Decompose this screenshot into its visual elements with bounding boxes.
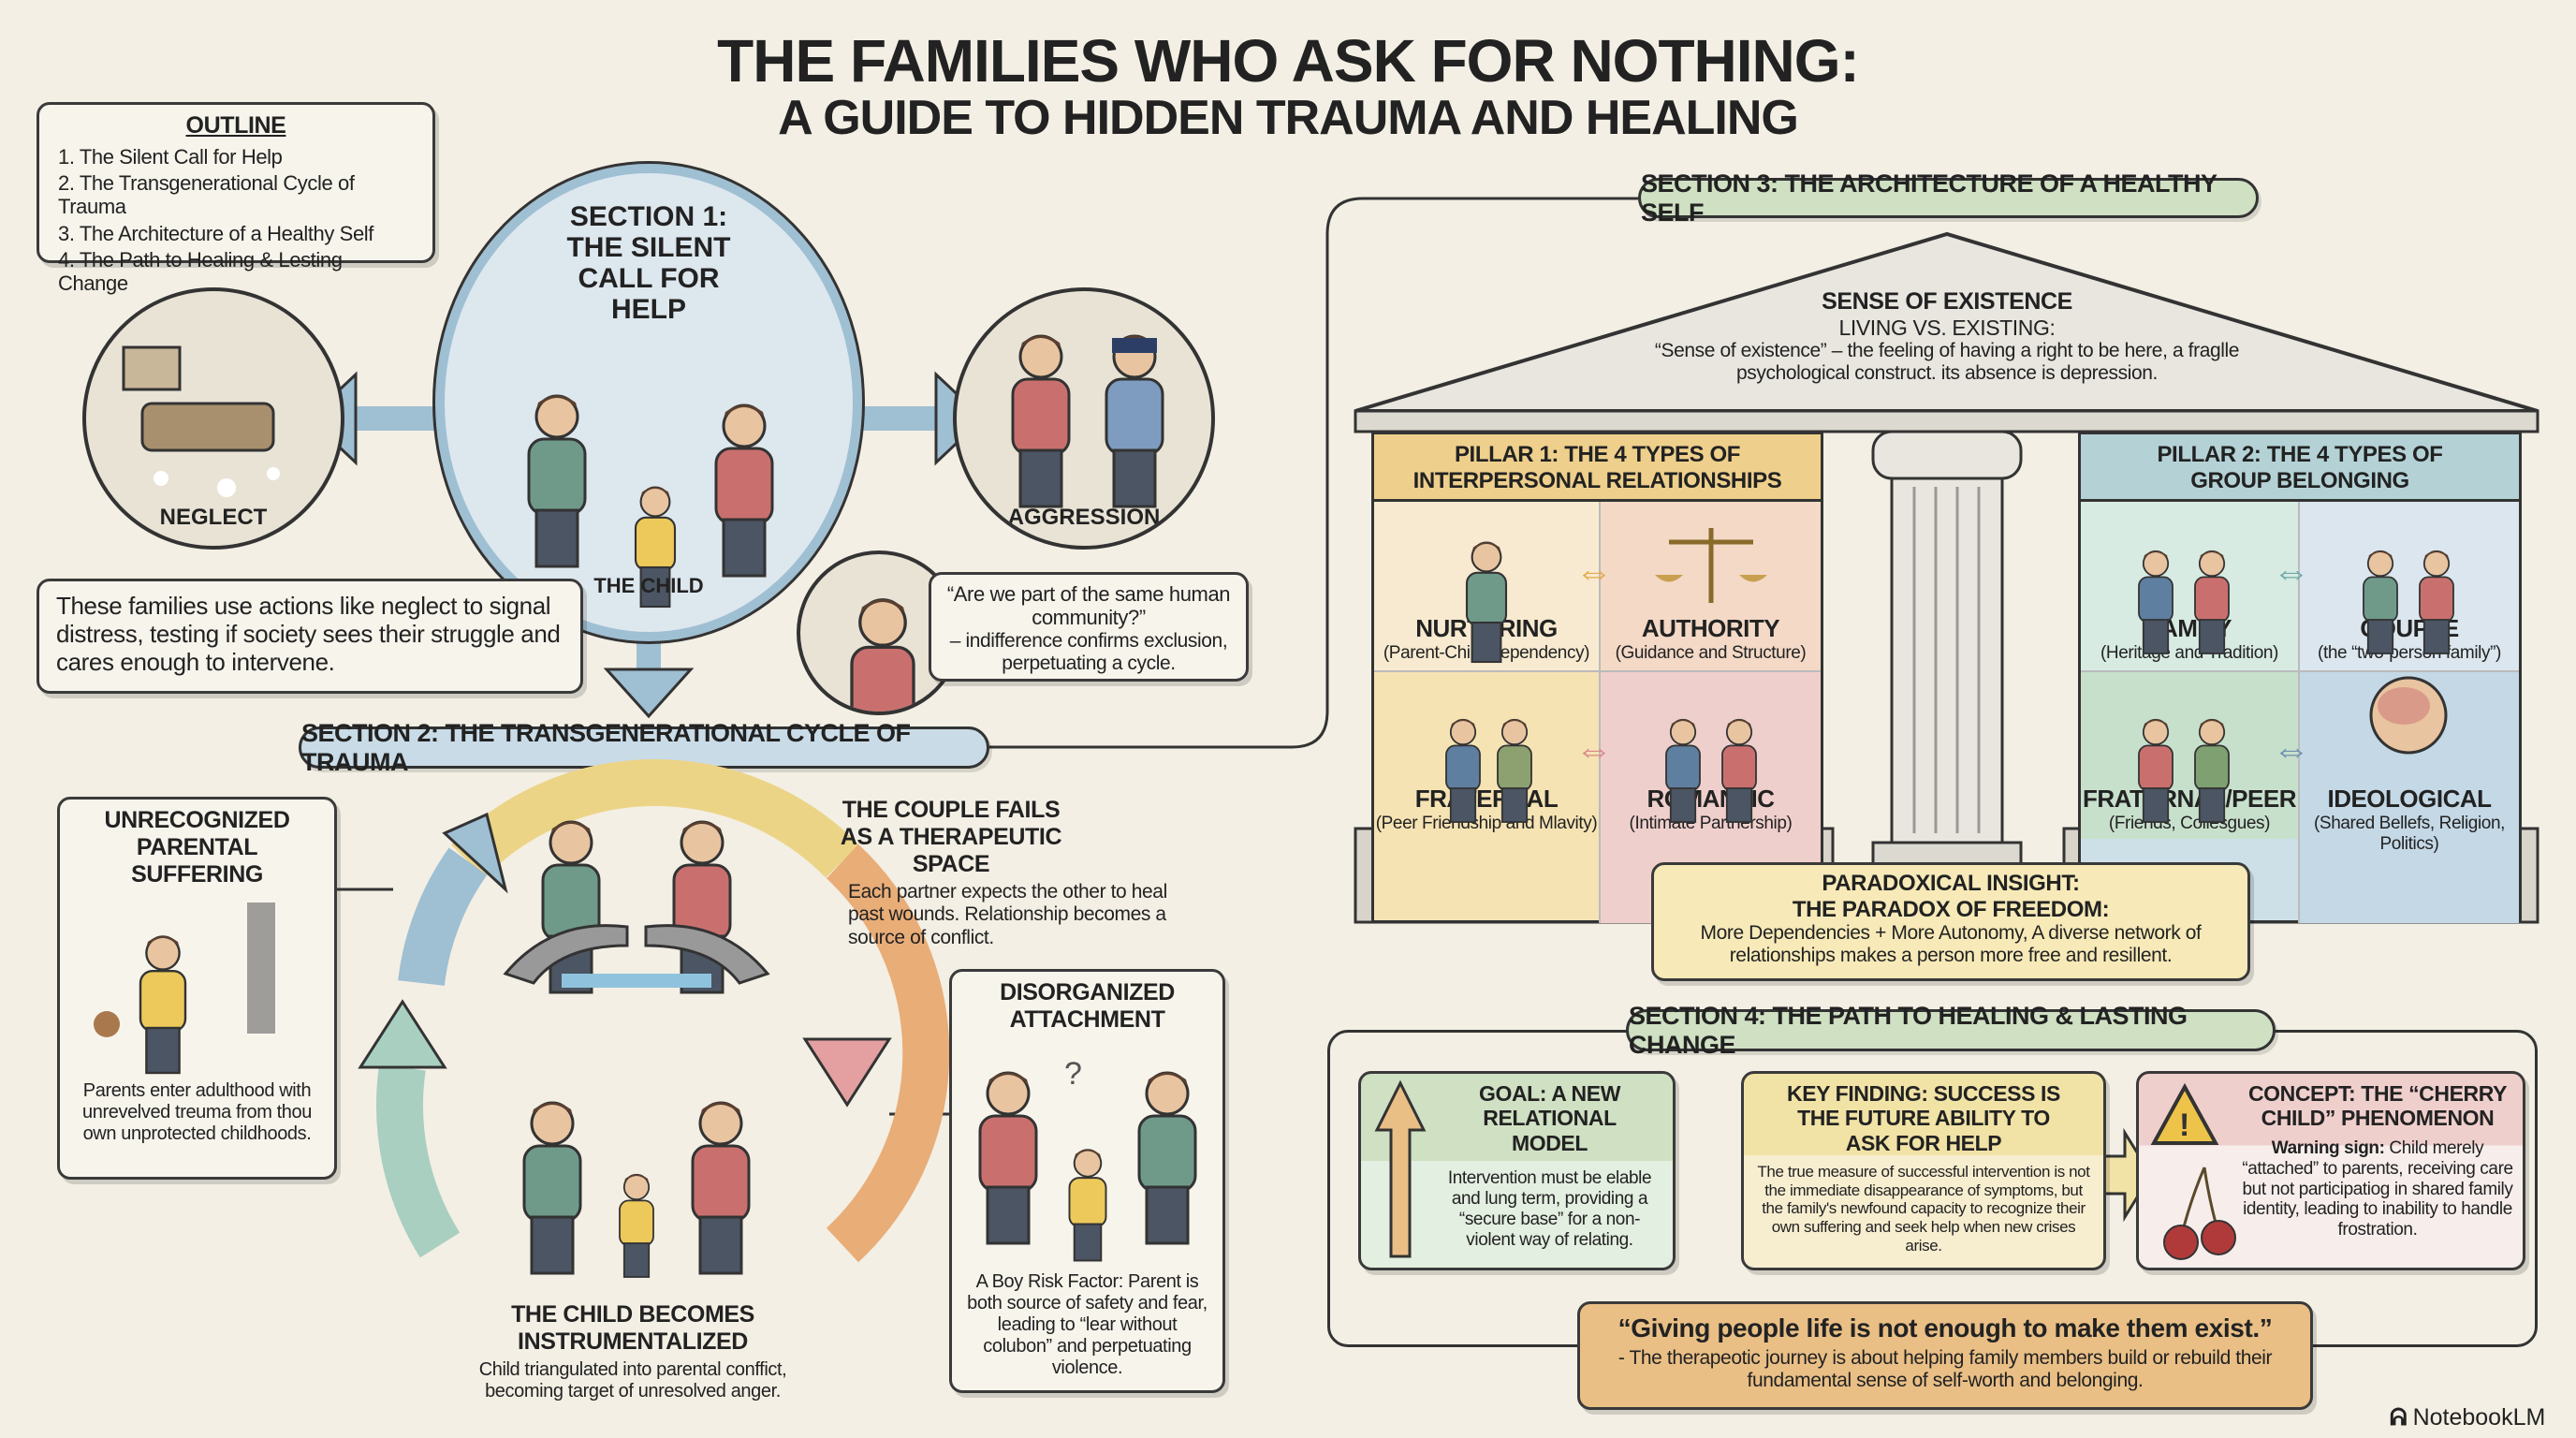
key-finding-heading: KEY FINDING: SUCCESS IS THE FUTURE ABILI…	[1787, 1081, 2060, 1155]
concept-text: Warning sign: Child merely “attached” to…	[2242, 1138, 2513, 1240]
section1-circle: SECTION 1: THE SILENT CALL FOR HELP THE …	[432, 161, 865, 644]
closing-quote-note: - The therapeotic journey is about helpi…	[1617, 1347, 2273, 1392]
warning-icon: !	[2150, 1082, 2219, 1145]
svg-text:⇔: ⇔	[2273, 551, 2310, 593]
section1-title: SECTION 1: THE SILENT CALL FOR HELP	[566, 201, 731, 325]
concept-description: Child merely “attached” to parents, rece…	[2242, 1137, 2513, 1240]
roof-text: SENSE OF EXISTENCE LIVING VS. EXISTING: …	[1647, 288, 2247, 385]
community-quote-note: – indifference confirms exclusion, perpe…	[949, 629, 1228, 674]
concept-box: ! CONCEPT: THE “CHERRY CHILD” PHENOMENON…	[2136, 1071, 2525, 1270]
unrecognized-text: Parents enter adulthood with unrevelved …	[82, 1080, 312, 1144]
sense-of-existence-text: “Sense of existence” – the feeling of ha…	[1654, 340, 2240, 385]
brain-icon	[2369, 676, 2448, 755]
section4-title: SECTION 4: THE PATH TO HEALING & LASTING…	[1626, 1002, 2276, 1059]
pillar1-title: PILLAR 1: THE 4 TYPES OF INTERPERSONAL R…	[1374, 434, 1821, 502]
page-title: THE FAMILIES WHO ASK FOR NOTHING:	[717, 27, 1860, 95]
aggression-circle: AGGRESSION	[953, 287, 1215, 550]
broken-bridge-couple-illustration	[503, 820, 770, 994]
child-instrumentalized-text: Child triangulated into parental conffic…	[478, 1358, 787, 1401]
goal-heading: GOAL: A NEW RELATIONAL MODEL	[1478, 1081, 1621, 1155]
pillar2-family: FAMILY(Heritage and Tradition)	[2081, 502, 2298, 670]
couple-fails-text: Each partner expects the other to heal p…	[848, 881, 1167, 948]
section1-description-box: These families use actions like neglect …	[37, 579, 583, 694]
disorganized-attachment-box: DISORGANIZED ATTACHMENT ? A Boy Risk Fac…	[949, 969, 1225, 1393]
svg-text:⇔: ⇔	[1575, 551, 1613, 593]
neglect-label: NEGLECT	[159, 505, 268, 530]
paradox-box: PARADOXICAL INSIGHT: THE PARADOX OF FREE…	[1651, 862, 2250, 981]
page-subtitle: A GUIDE TO HIDDEN TRAUMA AND HEALING	[778, 91, 1799, 145]
svg-text:⇔: ⇔	[1575, 729, 1613, 770]
pillar2-title: PILLAR 2: THE 4 TYPES OF GROUP BELONGING	[2081, 434, 2519, 502]
unrecognized-suffering-box: UNRECOGNIZED PARENTAL SUFFERING Parents …	[57, 797, 337, 1180]
goal-text: Intervention must be elable and lung ter…	[1447, 1168, 1652, 1250]
living-vs-existing: LIVING VS. EXISTING:	[1838, 315, 2056, 340]
svg-text:⇔: ⇔	[2273, 729, 2310, 770]
pillar2: PILLAR 2: THE 4 TYPES OF GROUP BELONGING…	[2078, 432, 2522, 923]
outline-item[interactable]: 4. The Path to Healing & Lesting Change	[58, 247, 343, 296]
disorganized-heading: DISORGANIZED ATTACHMENT	[1000, 979, 1175, 1033]
notebooklm-brand: ᕱ NotebookLM	[2390, 1404, 2545, 1431]
goal-box: GOAL: A NEW RELATIONAL MODEL Interventio…	[1358, 1071, 1676, 1270]
confused-child-parents-illustration: ?	[978, 1056, 1197, 1262]
outline-item[interactable]: 3. The Architecture of a Healthy Self	[58, 221, 373, 245]
sense-of-existence-heading: SENSE OF EXISTENCE	[1822, 288, 2072, 315]
quote-bubble: “Are we part of the same human community…	[929, 572, 1249, 682]
concept-heading: CONCEPT: THE “CHERRY CHILD” PHENOMENON	[2247, 1081, 2508, 1131]
paradox-subheading: THE PARADOX OF FREEDOM:	[1792, 896, 2110, 922]
key-finding-box: KEY FINDING: SUCCESS IS THE FUTURE ABILI…	[1741, 1071, 2106, 1270]
closing-quote-box: “Giving people life is not enough to mak…	[1577, 1301, 2313, 1410]
aggression-label: AGGRESSION	[1007, 505, 1161, 530]
section1-description: These families use actions like neglect …	[56, 592, 561, 676]
unrecognized-heading: UNRECOGNIZED PARENTAL SUFFERING	[104, 807, 290, 888]
child-with-shadow-illustration	[94, 902, 275, 1075]
cherry-icon	[2163, 1167, 2236, 1260]
paradox-text: More Dependencies + More Autonomy, A div…	[1700, 922, 2202, 967]
pillar1: PILLAR 1: THE 4 TYPES OF INTERPERSONAL R…	[1371, 432, 1823, 923]
child-instrumentalized-section: THE CHILD BECOMES INSTRUMENTALIZED Child…	[446, 1301, 820, 1402]
pillar1-fraternal: FRATERNAL(Peer Friendship and Mlavity)	[1374, 670, 1599, 839]
child-instrumentalized-heading: THE CHILD BECOMES INSTRUMENTALIZED	[511, 1301, 754, 1355]
outline-box: OUTLINE 1. The Silent Call for Help 2. T…	[37, 102, 435, 295]
couple-fails-section: THE COUPLE FAILS AS A THERAPEUTIC SPACE …	[829, 797, 1204, 949]
disorganized-text: A Boy Risk Factor: Parent is both source…	[967, 1271, 1208, 1378]
svg-text:!: !	[2179, 1108, 2189, 1143]
child-label: THE CHILD	[593, 574, 704, 597]
notebooklm-logo-icon: ᕱ	[2390, 1404, 2408, 1431]
up-arrow-icon	[1374, 1079, 1427, 1258]
couple-fails-heading: THE COUPLE FAILS AS A THERAPEUTIC SPACE	[840, 797, 1062, 877]
neglect-circle: NEGLECT	[82, 287, 344, 550]
woman-yelling-at-police-illustration	[1011, 334, 1164, 508]
outline-heading: OUTLINE	[185, 112, 286, 139]
key-finding-text: The true measure of successful intervent…	[1757, 1163, 2090, 1255]
pillar2-icons: ⇔ ⇔	[2138, 550, 2454, 823]
outline-item[interactable]: 2. The Transgenerational Cycle of Trauma	[58, 171, 355, 219]
pillar2-couple: COUPLE(the “two-person family”)	[2298, 502, 2519, 670]
brand-name: NotebookLM	[2412, 1404, 2546, 1431]
messy-room-illustration	[122, 345, 280, 497]
warning-sign-label: Warning sign:	[2271, 1137, 2385, 1158]
closing-quote: “Giving people life is not enough to mak…	[1617, 1313, 2273, 1343]
pillar1-icons: ⇔ ⇔	[1445, 528, 1767, 823]
community-quote: “Are we part of the same human community…	[946, 582, 1231, 630]
paradox-heading: PARADOXICAL INSIGHT:	[1822, 871, 2080, 896]
scales-icon	[1655, 528, 1767, 603]
outline-item[interactable]: 1. The Silent Call for Help	[58, 144, 283, 169]
svg-text:?: ?	[1064, 1056, 1082, 1092]
